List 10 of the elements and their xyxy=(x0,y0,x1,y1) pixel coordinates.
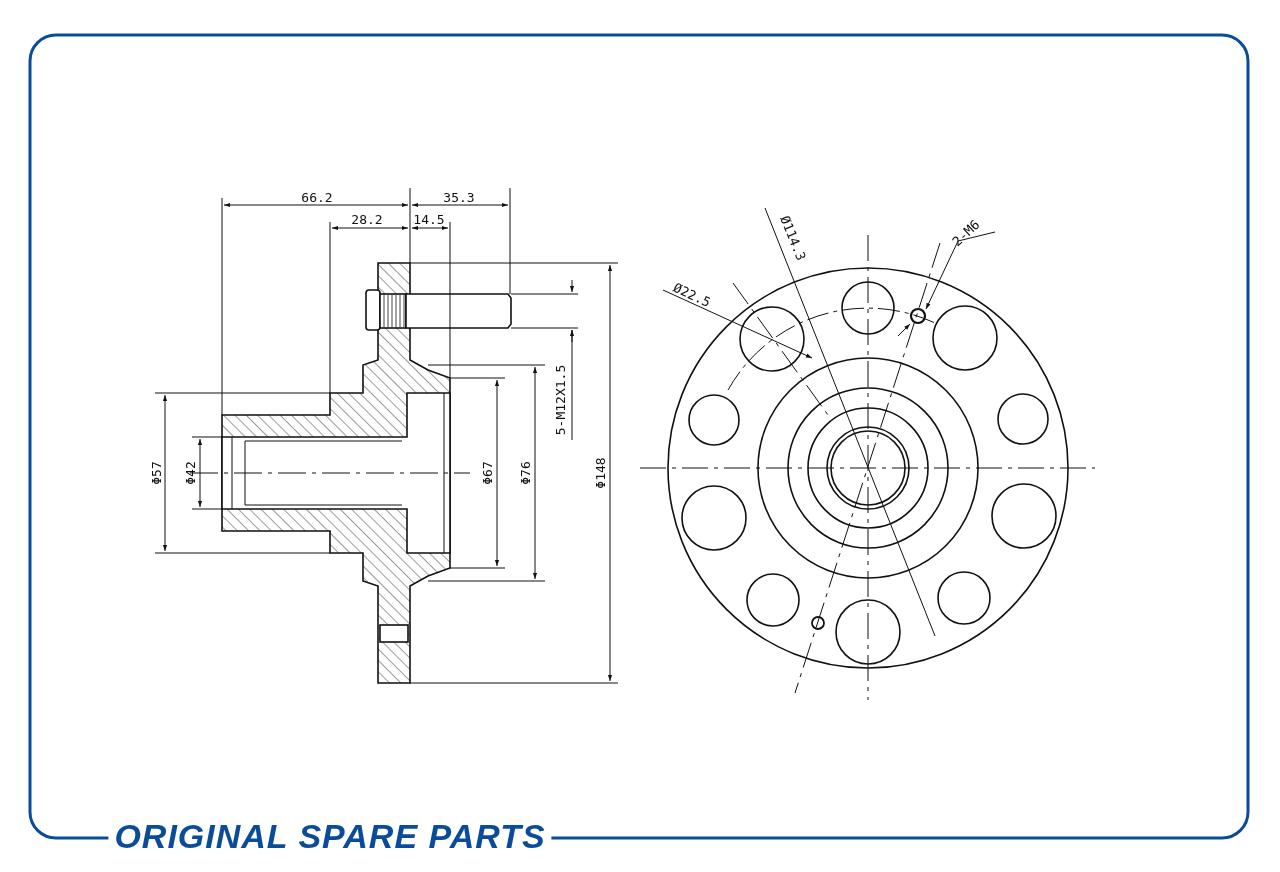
dimension-text: 66.2 xyxy=(301,190,333,204)
dimension-text: Φ57 xyxy=(149,461,163,485)
dimension-text: Φ67 xyxy=(480,461,494,485)
dimension-text: Φ148 xyxy=(593,457,607,489)
dimension-text: 35.3 xyxy=(443,190,475,204)
dimension-text: 28.2 xyxy=(351,212,383,226)
dimension-text: 14.5 xyxy=(413,212,445,226)
dimension-text: Φ76 xyxy=(518,461,532,485)
dimension-text: 5-M12X1.5 xyxy=(553,364,567,436)
dimension-text: Φ42 xyxy=(183,461,197,485)
